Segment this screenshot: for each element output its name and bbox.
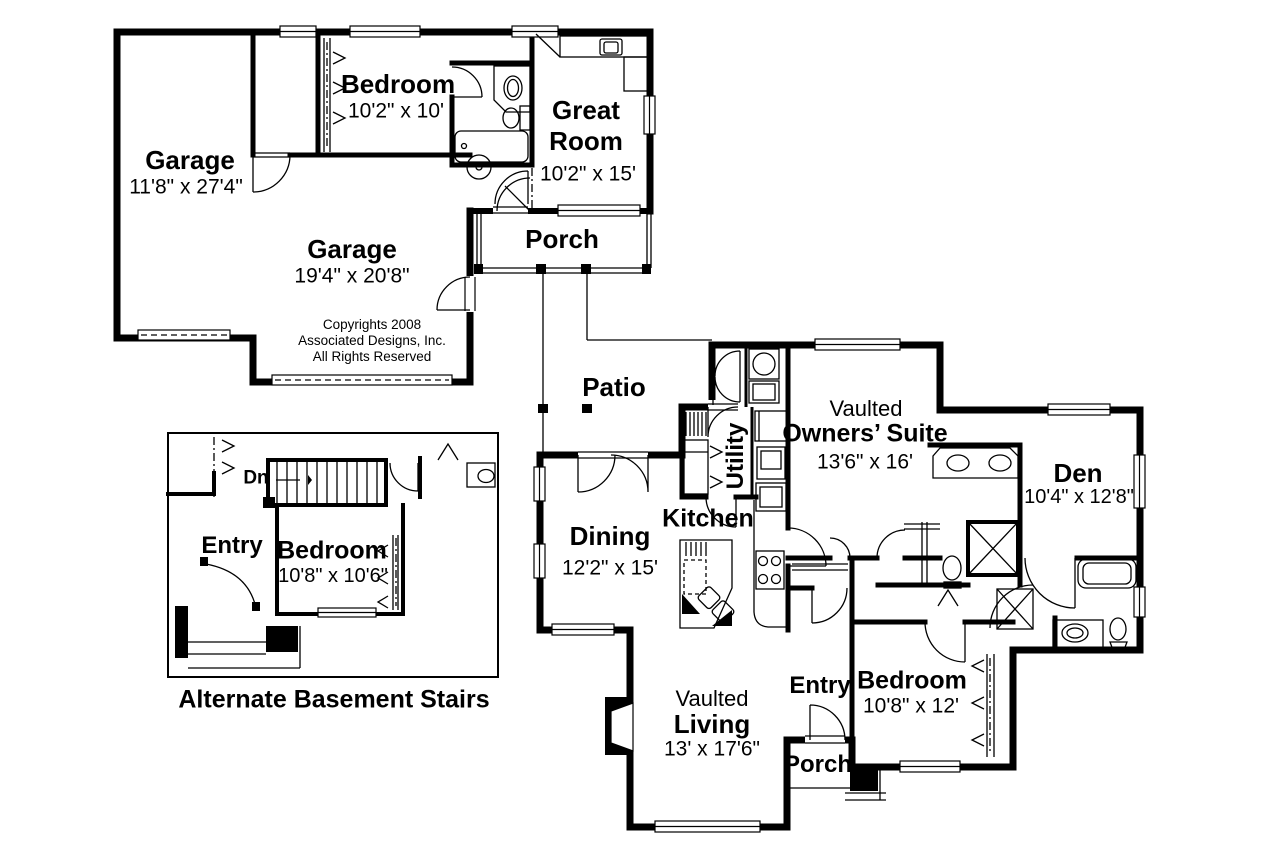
dryer: [748, 380, 780, 404]
bedroom-closet: [986, 654, 995, 757]
inset-bedroom-dims: 10'8" x 10'6": [278, 565, 388, 587]
room-label-bedroom-main: Bedroom: [857, 666, 967, 695]
stair-treads: [276, 462, 378, 503]
room-label-bedroom-apartment: Bedroom: [340, 69, 456, 99]
dims-owners-suite: 13'6" x 16': [816, 450, 914, 474]
room-label-great-room-2: Room: [549, 126, 623, 156]
pantry-shelves: [685, 412, 707, 436]
porch-patio-lines: [476, 213, 886, 801]
room-label-entry: Entry: [789, 672, 851, 699]
wic-rod: [792, 563, 848, 571]
suite-toilet: [942, 555, 962, 581]
peninsula: [679, 539, 733, 629]
fireplace-box: [610, 702, 634, 752]
garage-doors: [137, 329, 453, 386]
room-label-den: Den: [1053, 458, 1103, 488]
oven: [756, 446, 786, 480]
dims-dining: 12'2" x 15': [561, 556, 659, 580]
inset-caption: Alternate Basement Stairs: [178, 685, 490, 714]
inset-dn-label: Dn: [243, 467, 269, 489]
room-label-owners-suite: Owners’ Suite: [782, 419, 948, 448]
room-label-porch-upper: Porch: [525, 224, 599, 254]
basement-inset: [166, 432, 499, 678]
bath1-vanity: [493, 65, 531, 113]
hallbath-toilet: [1109, 617, 1127, 641]
dishwasher: [683, 559, 707, 595]
room-label-porch-front: Porch: [783, 751, 853, 778]
shower: [966, 520, 1020, 577]
interior-walls: [250, 29, 1143, 743]
suite-vanity: [932, 447, 1019, 479]
door-openings: [253, 152, 845, 747]
room-label-garage-left: Garage: [145, 145, 235, 175]
hallbath-tub: [1077, 558, 1137, 589]
refrigerator: [754, 410, 788, 442]
room-label-great-room-1: Great: [552, 95, 620, 125]
bath1-toilet: [519, 105, 531, 131]
dims-den: 10'4" x 12'8": [1024, 486, 1134, 508]
room-label-living: Living: [673, 709, 751, 739]
prefix-owners-suite: Vaulted: [829, 396, 903, 421]
dims-garage-left: 11'8" x 27'4": [129, 175, 243, 199]
dims-bedroom-apartment: 10'2" x 10': [347, 99, 445, 123]
kitchen-sink: [697, 586, 721, 610]
shower-x: [967, 521, 1019, 576]
room-label-kitchen: Kitchen: [662, 504, 754, 533]
inset-entry-label: Entry: [201, 532, 263, 559]
room-label-dining: Dining: [569, 521, 651, 551]
prefix-living: Vaulted: [675, 686, 749, 711]
door-swings: [252, 66, 1076, 741]
water-heater: [466, 154, 492, 180]
room-label-garage-main: Garage: [307, 234, 397, 264]
bath1-tub: [454, 130, 529, 163]
kitchen-counter: [753, 500, 787, 628]
dims-living: 13' x 17'6": [663, 737, 761, 761]
fixtures: [323, 33, 1137, 757]
dn-arrow: [300, 475, 312, 485]
cooktop: [755, 550, 785, 590]
dims-bedroom-main: 10'8" x 12': [862, 694, 960, 718]
linen: [996, 588, 1034, 630]
room-label-utility: Utility: [722, 422, 749, 490]
dims-great-room: 10'2" x 15': [539, 162, 637, 186]
kitchenette-counter: [559, 35, 651, 58]
thin-partitions: [744, 345, 754, 497]
windows: [279, 25, 1146, 833]
washer: [748, 348, 780, 380]
dims-garage-main: 19'4" x 20'8": [294, 264, 410, 288]
apt-closet: [323, 38, 331, 152]
inset-bedroom-label: Bedroom: [277, 536, 387, 565]
hallbath-vanity: [1052, 619, 1104, 649]
room-label-patio: Patio: [582, 372, 646, 402]
